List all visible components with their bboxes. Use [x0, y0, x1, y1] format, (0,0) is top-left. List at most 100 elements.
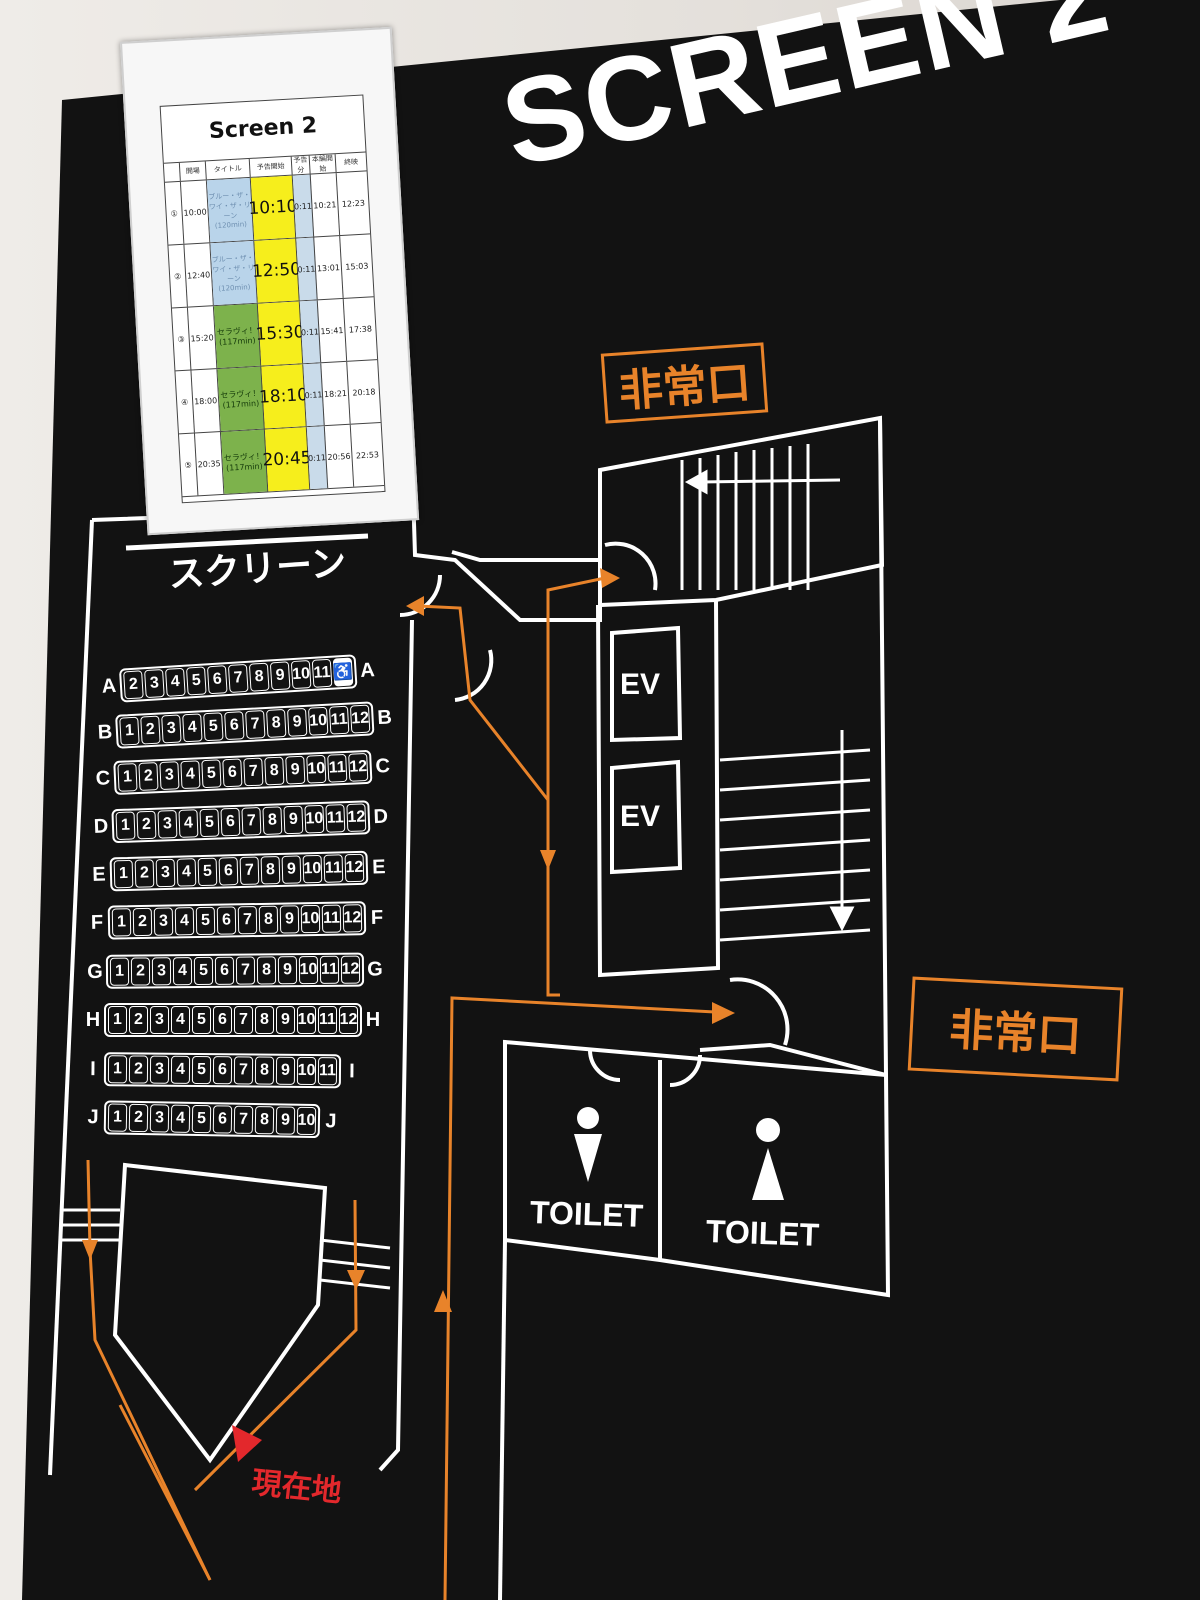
- seat: 6: [214, 956, 235, 985]
- seat: 10: [296, 1056, 317, 1086]
- seat: 11: [317, 1057, 338, 1086]
- seat: 7: [227, 663, 249, 693]
- schedule-cell: 12:23: [341, 198, 366, 209]
- seat: 5: [199, 808, 220, 838]
- seat: 12: [344, 853, 365, 883]
- seat: 5: [191, 1104, 212, 1134]
- seat: 4: [178, 809, 199, 838]
- schedule-cell: 12:50: [251, 238, 302, 303]
- row-letter-right: H: [365, 1008, 381, 1031]
- seat: 10: [298, 955, 319, 985]
- stair-shaft: [596, 599, 721, 978]
- seat: 4: [172, 957, 193, 986]
- row-letter-left: C: [95, 766, 111, 790]
- ev-2: [610, 759, 683, 875]
- seat: 9: [275, 1106, 296, 1135]
- stair-arrows: [684, 469, 855, 932]
- seat: 7: [241, 807, 262, 836]
- seat: 2: [129, 1006, 148, 1034]
- header-cell: 終映: [343, 157, 359, 167]
- schedule-cell: 10:00: [180, 180, 211, 244]
- row-letter-right: A: [359, 658, 376, 682]
- door-toilet-1: [588, 1049, 621, 1082]
- schedule-cell: 10:10: [248, 175, 298, 240]
- header-cell: 予告開始: [249, 156, 293, 177]
- row-letter-right: F: [370, 906, 384, 929]
- toilet-block: [503, 1039, 891, 1298]
- seat: 11: [319, 955, 340, 984]
- emergency-exit-top: 非常口: [600, 342, 769, 424]
- seat: 11: [311, 658, 333, 688]
- door-lower: [729, 977, 790, 1046]
- row-letter-right: B: [376, 705, 393, 729]
- seat: 7: [234, 1006, 253, 1034]
- seat: 2: [138, 762, 159, 791]
- seat: 12: [342, 904, 363, 933]
- row-letter-right: E: [371, 855, 386, 879]
- seat: 8: [260, 855, 281, 885]
- door-left: [399, 574, 442, 617]
- header-cell: 開場: [179, 161, 207, 181]
- seat: 5: [185, 666, 207, 696]
- schedule-cell: 17:38: [348, 323, 373, 335]
- wheelchair-seat-icon: ♿: [333, 657, 354, 687]
- row-letter-left: B: [97, 720, 113, 744]
- current-location-label: 現在地: [250, 1465, 344, 1510]
- header-cell: タイトル: [205, 158, 251, 180]
- door-toilet-2: [669, 1054, 702, 1087]
- seat: 4: [180, 760, 201, 790]
- seat: 2: [128, 1103, 149, 1133]
- right-outer-wall: [699, 417, 889, 1078]
- row-letter-left: F: [90, 911, 104, 934]
- elevator-1-label: EV: [620, 668, 661, 701]
- seat: 2: [123, 670, 144, 700]
- seat: 8: [254, 1106, 275, 1135]
- row-letter-left: I: [90, 1057, 96, 1080]
- stair-core: [598, 415, 885, 608]
- seat: 10: [297, 1006, 316, 1034]
- seat: 4: [171, 1006, 190, 1034]
- header-cell: [163, 162, 181, 182]
- seat: 4: [170, 1055, 191, 1084]
- seat: 6: [222, 758, 243, 788]
- seat: 8: [266, 708, 287, 738]
- seat: 9: [277, 956, 298, 985]
- seat: 7: [237, 906, 258, 935]
- seat: 7: [233, 1105, 254, 1134]
- schedule-cell: 13:01: [314, 236, 344, 300]
- seat: 1: [115, 811, 136, 841]
- schedule-cell: ブルー・ザ・ワイ・ザ・リーン (120min): [206, 177, 255, 243]
- seat: 10: [290, 660, 312, 690]
- seat: 10: [304, 804, 325, 834]
- row-letter-right: D: [373, 805, 389, 828]
- seat: 6: [212, 1105, 233, 1134]
- door-mid: [454, 649, 494, 702]
- seat: 7: [235, 956, 256, 985]
- women-icon-head: [756, 1118, 780, 1142]
- seat: 9: [285, 755, 306, 785]
- current-location-marker: [232, 1425, 262, 1462]
- toilet-women-label: TOILET: [705, 1213, 820, 1253]
- seat: 10: [300, 904, 321, 934]
- row-letter-right: I: [349, 1059, 355, 1082]
- seat: 6: [218, 857, 239, 886]
- toilet-men-label: TOILET: [529, 1194, 644, 1234]
- seat: 1: [113, 859, 134, 889]
- toilet-figures: [574, 1107, 784, 1200]
- seat: 8: [256, 956, 277, 985]
- seat: 3: [153, 907, 174, 936]
- seat: 2: [136, 810, 157, 840]
- header-cell: 本編開始: [309, 154, 337, 174]
- seat: 8: [255, 1006, 274, 1034]
- corridor-wall: [498, 1239, 507, 1600]
- seat: 8: [254, 1056, 275, 1085]
